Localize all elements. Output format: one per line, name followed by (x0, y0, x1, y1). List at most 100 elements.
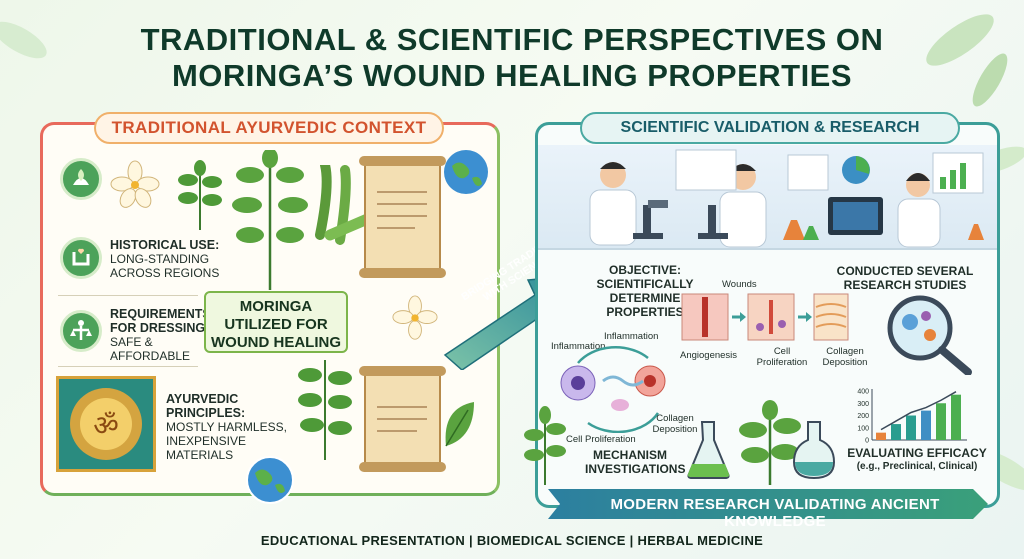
requirements-text: REQUIREMENTS FOR DRESSING: SAFE & AFFORD… (110, 307, 211, 363)
mechanism-line1: MECHANISM (593, 448, 667, 462)
footer-sep-1: | (468, 533, 473, 548)
microscope-2 (698, 205, 728, 239)
efficacy-bar-5 (936, 403, 946, 440)
principles-line3: MATERIALS (166, 448, 234, 462)
moringa-flower-icon (110, 160, 160, 208)
requirements-line1: SAFE & (110, 335, 153, 349)
page-title-line1: TRADITIONAL & SCIENTIFIC PERSPECTIVES ON (140, 22, 884, 57)
scientific-header: SCIENTIFIC VALIDATION & RESEARCH (580, 112, 960, 144)
requirements-line2: AFFORDABLE (110, 349, 191, 363)
efficacy-ytick-1: 300 (857, 401, 869, 408)
modern-research-banner (548, 489, 988, 519)
mechanism-cycle-diagram (560, 346, 666, 433)
cycle-inflammation-top-label: Inflammation (604, 331, 659, 342)
stage-cell-prolif-line1: Cell (773, 346, 791, 357)
principles-heading2: PRINCIPLES: (166, 406, 246, 420)
research-studies-text: CONDUCTED SEVERAL RESEARCH STUDIES (830, 264, 980, 292)
divider-1 (58, 295, 198, 296)
center-line2: UTILIZED FOR (224, 316, 328, 333)
historical-use-line2: ACROSS REGIONS (110, 266, 220, 280)
stage-cell-prolif-line2: Proliferation (756, 357, 808, 368)
moringa-flower-small-icon (392, 295, 438, 340)
page-title-line2: MORINGA’S WOUND HEALING PROPERTIES (171, 58, 853, 93)
cycle-collagen-line2: Deposition (652, 424, 698, 435)
cycle-collagen-label: Collagen Deposition (652, 413, 698, 435)
wound-stages-illustration (681, 293, 849, 341)
modern-research-banner-text: MODERN RESEARCH VALIDATING ANCIENT KNOWL… (610, 496, 940, 530)
efficacy-ytick-3: 100 (857, 425, 869, 432)
hands-leaf-icon (60, 158, 102, 200)
flask-left-icon (687, 421, 730, 479)
moringa-center-box: MORINGA UTILIZED FOR WOUND HEALING (204, 291, 348, 353)
ayurvedic-principles-text: AYURVEDIC PRINCIPLES: MOSTLY HARMLESS, I… (166, 392, 287, 462)
efficacy-text: EVALUATING EFFICACY (e.g., Preclinical, … (842, 446, 992, 474)
efficacy-bar-6 (951, 394, 961, 440)
studies-line1: CONDUCTED SEVERAL (836, 264, 974, 278)
mechanism-line2: INVESTIGATIONS (585, 462, 686, 476)
moringa-branch-bottom-icon (298, 360, 352, 460)
traditional-header: TRADITIONAL AYURVEDIC CONTEXT (94, 112, 444, 144)
footer: EDUCATIONAL PRESENTATION | BIOMEDICAL SC… (0, 533, 1024, 548)
cycle-collagen-line1: Collagen (656, 413, 694, 424)
efficacy-ytick-2: 200 (857, 413, 869, 420)
globe-icon-top (444, 150, 488, 194)
efficacy-bar-3 (906, 415, 916, 440)
efficacy-ytick-0: 400 (857, 389, 869, 396)
svg-text:ॐ: ॐ (93, 409, 119, 442)
stage-angiogenesis-label: Angiogenesis (680, 350, 738, 361)
efficacy-sub: (e.g., Preclinical, Clinical) (856, 461, 978, 472)
requirements-heading1: REQUIREMENTS (110, 307, 211, 321)
om-mandala-icon: ॐ (56, 376, 156, 472)
lab-scene (538, 145, 997, 250)
ancient-scroll-top (359, 156, 446, 278)
requirements-heading2: FOR DRESSING: (110, 321, 210, 335)
stage-collagen-label: Collagen Deposition (815, 346, 875, 368)
cycle-cell-proliferation-label: Cell Proliferation (566, 434, 636, 445)
cycle-inflammation-left-label: Inflammation (551, 341, 606, 352)
efficacy-bar-1 (876, 432, 886, 440)
magnifier-cells-icon (887, 295, 972, 375)
objective-line1: OBJECTIVE: (608, 263, 681, 277)
ancient-scroll-bottom (359, 366, 446, 472)
historical-use-text: HISTORICAL USE: LONG-STANDING ACROSS REG… (110, 238, 219, 280)
scientist-3 (897, 173, 941, 248)
balance-scale-icon (60, 310, 102, 352)
stage-collagen-line2: Deposition (822, 357, 868, 368)
objective-line2: SCIENTIFICALLY (596, 277, 694, 291)
efficacy-bar-2 (891, 424, 901, 440)
principles-heading1: AYURVEDIC (166, 392, 239, 406)
plant-sprout-left-icon (524, 406, 566, 485)
footer-part3: HERBAL MEDICINE (637, 533, 764, 548)
principles-line1: MOSTLY HARMLESS, (166, 420, 287, 434)
microscope-1 (633, 200, 668, 239)
plant-sprout-center-icon (739, 400, 801, 485)
stage-collagen-line1: Collagen (826, 346, 864, 357)
objective-text: OBJECTIVE: SCIENTIFICALLY DETERMINE PROP… (590, 263, 700, 319)
historical-use-line1: LONG-STANDING (110, 252, 210, 266)
footer-sep-2: | (629, 533, 634, 548)
hand-heart-icon (60, 237, 102, 279)
center-line3: WOUND HEALING (211, 334, 341, 351)
moringa-branch-icon (232, 150, 308, 290)
flask-right-icon (792, 421, 836, 480)
objective-line3: DETERMINE (609, 291, 681, 305)
principles-line2: INEXPENSIVE (166, 434, 247, 448)
mechanism-text: MECHANISM INVESTIGATIONS (585, 448, 686, 476)
efficacy-heading: EVALUATING EFFICACY (847, 446, 987, 460)
historical-use-heading: HISTORICAL USE: (110, 238, 220, 252)
leaf-icon (445, 402, 474, 447)
studies-line2: RESEARCH STUDIES (843, 278, 967, 292)
page-title: TRADITIONAL & SCIENTIFIC PERSPECTIVES ON… (0, 22, 1024, 94)
divider-2 (58, 366, 198, 367)
moringa-leaves-icon (178, 160, 222, 230)
stage-cell-proliferation-label: Cell Proliferation (752, 346, 812, 368)
efficacy-ytick-4: 0 (865, 438, 869, 445)
footer-part1: EDUCATIONAL PRESENTATION (260, 533, 466, 548)
stage-wounds-label: Wounds (722, 279, 757, 290)
globe-icon-bottom (246, 456, 294, 504)
objective-line4: PROPERTIES (606, 305, 684, 319)
efficacy-bar-4 (921, 410, 931, 440)
scientist-1 (589, 162, 637, 246)
footer-part2: BIOMEDICAL SCIENCE (476, 533, 626, 548)
